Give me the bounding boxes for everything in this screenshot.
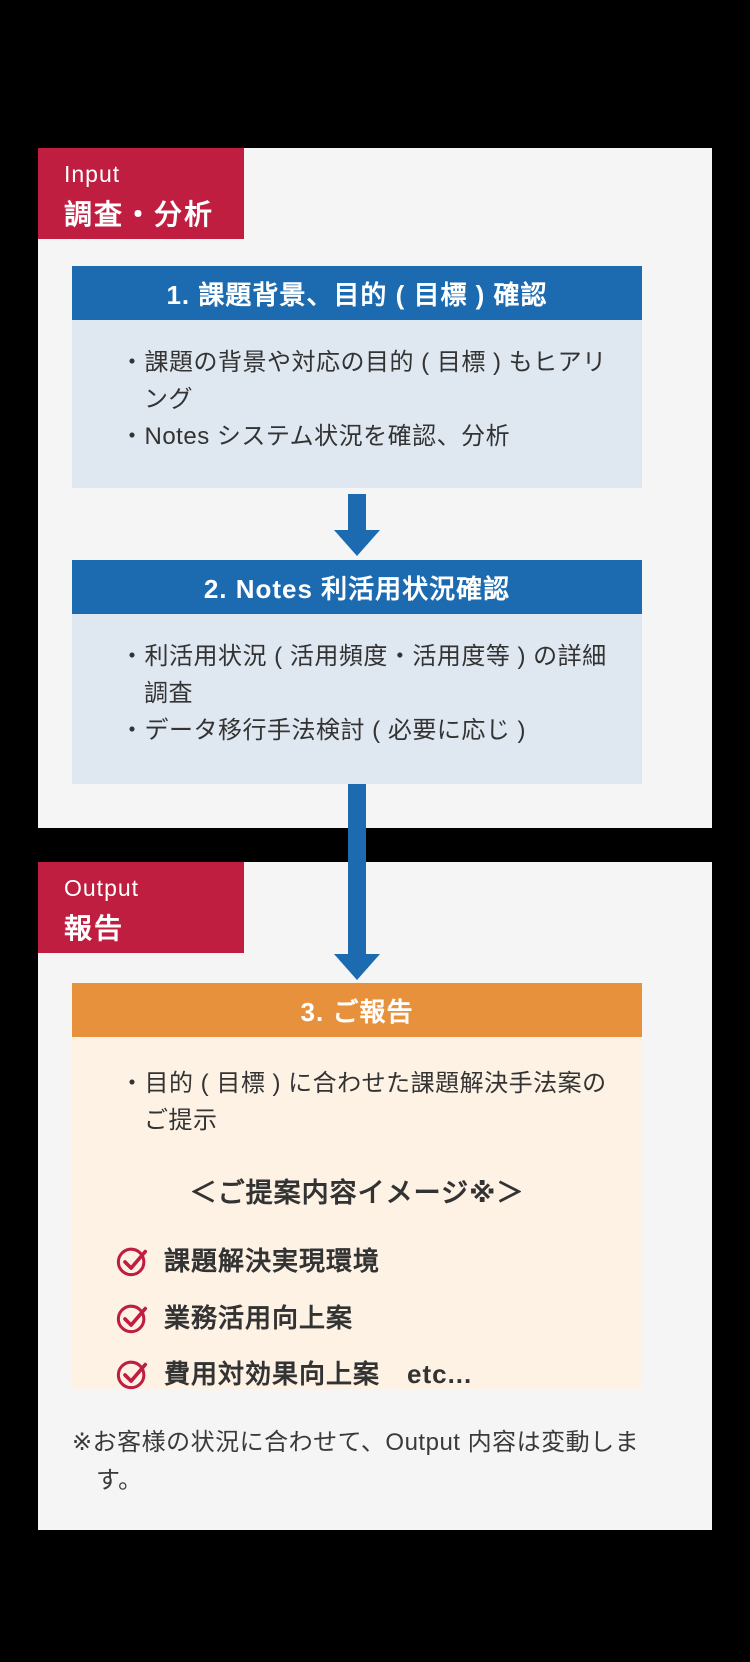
down-arrow-icon — [334, 784, 380, 980]
input-badge-ja: 調査・分析 — [64, 199, 215, 230]
step2-title: 2. Notes 利活用状況確認 — [203, 573, 511, 604]
step3-body: ・目的 ( 目標 ) に合わせた課題解決手法案のご提示 ＜ご提案内容イメージ※＞… — [72, 1037, 642, 1390]
step1-title: 1. 課題背景、目的 ( 目標 ) 確認 — [166, 279, 548, 310]
checklist-label: 業務活用向上案 — [164, 1302, 354, 1333]
step1-body: ・課題の背景や対応の目的 ( 目標 ) もヒアリング ・Notes システム状況… — [72, 320, 642, 488]
input-badge: Input 調査・分析 — [38, 148, 244, 239]
checklist-item: 課題解決実現環境 — [116, 1241, 642, 1281]
input-badge-en: Input — [64, 161, 121, 187]
check-circle-icon — [116, 1360, 148, 1390]
step2-bullet-1: ・利活用状況 ( 活用頻度・活用度等 ) の詳細調査 — [120, 643, 607, 708]
step1-bullet-1: ・課題の背景や対応の目的 ( 目標 ) もヒアリング — [120, 349, 607, 414]
footnote: ※お客様の状況に合わせて、Output 内容は変動します。 — [72, 1429, 640, 1495]
checklist-item: 費用対効果向上案 etc... — [116, 1354, 642, 1394]
step1-bullet-2: ・Notes システム状況を確認、分析 — [120, 423, 511, 451]
step2-bullet-2: ・データ移行手法検討 ( 必要に応じ ) — [120, 717, 526, 745]
down-arrow-icon — [334, 494, 380, 556]
output-badge-en: Output — [64, 875, 140, 901]
check-circle-icon — [116, 1248, 148, 1277]
output-badge-ja: 報告 — [64, 913, 125, 944]
step2-header: 2. Notes 利活用状況確認 — [72, 560, 642, 614]
checklist-label: 費用対効果向上案 etc... — [164, 1358, 473, 1389]
checklist-item: 業務活用向上案 — [116, 1298, 642, 1338]
step3-header: 3. ご報告 — [72, 983, 642, 1037]
step3-title: 3. ご報告 — [300, 996, 414, 1027]
checklist-label: 課題解決実現環境 — [164, 1246, 381, 1277]
proposal-checklist: 課題解決実現環境 業務活用向上案 費用対効果向上案 etc... — [72, 1241, 642, 1424]
check-circle-icon — [116, 1304, 148, 1333]
step3-bullet-1: ・目的 ( 目標 ) に合わせた課題解決手法案のご提示 — [120, 1070, 607, 1135]
step2-body: ・利活用状況 ( 活用頻度・活用度等 ) の詳細調査 ・データ移行手法検討 ( … — [72, 614, 642, 784]
step1-header: 1. 課題背景、目的 ( 目標 ) 確認 — [72, 266, 642, 320]
output-badge: Output 報告 — [38, 862, 244, 953]
proposal-subtitle: ＜ご提案内容イメージ※＞ — [189, 1178, 525, 1209]
